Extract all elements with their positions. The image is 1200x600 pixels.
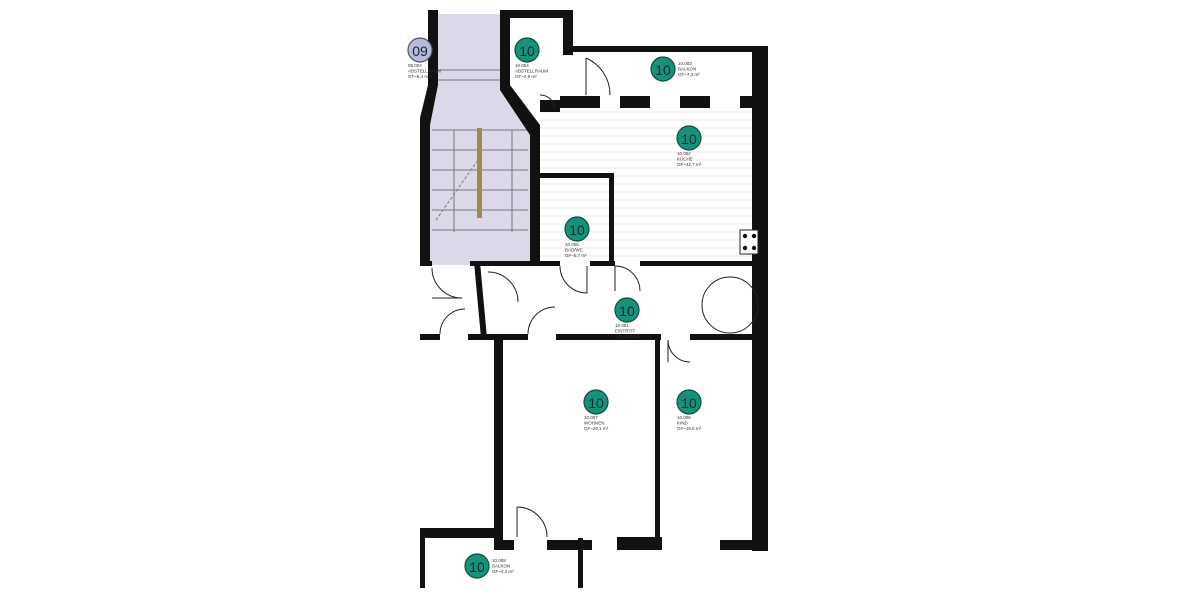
room-number: 10.001 xyxy=(615,323,629,328)
room-badge-number: 10 xyxy=(588,395,604,411)
room-area: GF~6,4 m² xyxy=(408,74,430,79)
room-number: 10.005 xyxy=(565,242,579,247)
room-area: GF~16,5 m² xyxy=(615,334,640,339)
room-badge-number: 09 xyxy=(412,43,428,59)
room-badge xyxy=(676,389,702,415)
room-badge xyxy=(676,125,702,151)
room-number: 10.006 xyxy=(677,415,691,420)
room-area: GF~32,7 m² xyxy=(677,162,702,167)
room-badge-number: 10 xyxy=(569,222,585,238)
room-badge xyxy=(464,553,490,579)
room-name: WOHNEN xyxy=(584,421,605,426)
room-name: BALKON xyxy=(492,564,510,569)
room-badge-number: 10 xyxy=(519,43,535,59)
room-number: 10.004 xyxy=(515,63,529,68)
room-area: GF~25,1 m² xyxy=(584,426,609,431)
room-name: EINTRITT xyxy=(615,329,635,334)
room-name: BAD/WC xyxy=(565,248,584,253)
room-number: 09.004 xyxy=(408,63,422,68)
room-number: 10.003 xyxy=(678,61,692,66)
room-badge xyxy=(583,389,609,415)
walls xyxy=(420,10,768,588)
kitchen-tiles xyxy=(540,111,752,257)
room-badge xyxy=(564,216,590,242)
room-badge-number: 10 xyxy=(681,131,697,147)
room-name: BALKON xyxy=(678,67,696,72)
room-badge-number: 10 xyxy=(619,303,635,319)
room-badge xyxy=(514,37,540,63)
room-name: KÜCHE xyxy=(677,156,693,162)
room-area: GF~2,8 m² xyxy=(515,74,537,79)
room-area: GF~7,3 m² xyxy=(678,72,700,77)
room-badge xyxy=(650,56,676,82)
room-area: GF~5,7 m² xyxy=(565,253,587,258)
room-name: ABSTELLRAUM xyxy=(408,69,441,74)
room-area: GF~18,6 m² xyxy=(677,426,702,431)
room-name: KIND xyxy=(677,421,689,426)
room-badge-number: 10 xyxy=(655,62,671,78)
room-badge-number: 10 xyxy=(469,559,485,575)
room-number: 10.002 xyxy=(677,151,691,156)
room-number: 10.008 xyxy=(492,558,506,563)
room-name: ABSTELLRAUM xyxy=(515,69,548,74)
room-badge-number: 10 xyxy=(681,395,697,411)
room-badge xyxy=(407,37,433,63)
stair-steps xyxy=(432,69,528,232)
room-number: 10.007 xyxy=(584,415,598,420)
spiral-stair xyxy=(701,276,759,334)
room-badge xyxy=(614,297,640,323)
room-area: GF~4,2 m² xyxy=(492,569,514,574)
